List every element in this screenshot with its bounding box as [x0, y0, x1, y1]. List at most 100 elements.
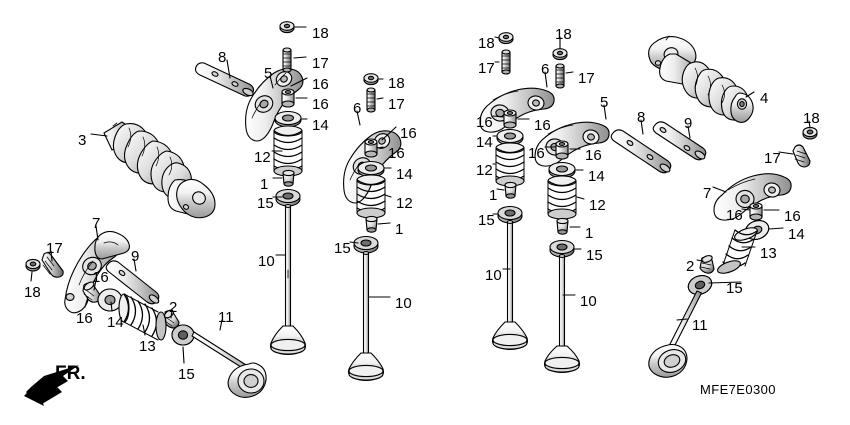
callout-10[interactable]: 10 — [580, 293, 597, 310]
callout-16[interactable]: 16 — [76, 310, 93, 327]
callout-8[interactable]: 8 — [218, 49, 227, 66]
callout-15[interactable]: 15 — [478, 212, 495, 229]
part-18-nut-c — [25, 258, 41, 272]
callout-16[interactable]: 16 — [400, 125, 417, 142]
callout-15[interactable]: 15 — [178, 366, 195, 383]
callout-16[interactable]: 16 — [528, 145, 545, 162]
callout-16[interactable]: 16 — [784, 208, 801, 225]
part-13-spring-c — [118, 293, 167, 341]
callout-7[interactable]: 7 — [703, 185, 712, 202]
callout-1[interactable]: 1 — [585, 225, 594, 242]
callout-10[interactable]: 10 — [258, 253, 275, 270]
part-16-seal-b — [364, 138, 378, 158]
part-17-screw-e — [555, 63, 565, 89]
callout-18[interactable]: 18 — [24, 284, 41, 301]
callout-1[interactable]: 1 — [489, 187, 498, 204]
callout-14[interactable]: 14 — [312, 117, 329, 134]
part-11-valve-c — [191, 331, 267, 399]
callout-12[interactable]: 12 — [254, 149, 271, 166]
part-11-valve-f — [648, 290, 703, 378]
callout-8[interactable]: 8 — [637, 109, 646, 126]
callout-15[interactable]: 15 — [726, 280, 743, 297]
part-8-rocker-shaft — [194, 62, 255, 97]
callout-18[interactable]: 18 — [803, 110, 820, 127]
callout-10[interactable]: 10 — [485, 267, 502, 284]
callout-1[interactable]: 1 — [395, 221, 404, 238]
callout-17[interactable]: 17 — [46, 240, 63, 257]
callout-3[interactable]: 3 — [78, 132, 87, 149]
part-15-seat-a — [275, 188, 301, 207]
callout-1[interactable]: 1 — [260, 176, 269, 193]
callout-14[interactable]: 14 — [476, 134, 493, 151]
callout-5[interactable]: 5 — [600, 94, 609, 111]
part-6-rocker-arm-right — [479, 87, 555, 133]
part-15-seat-d — [497, 205, 523, 224]
part-10-valve-a — [269, 204, 307, 356]
callout-18[interactable]: 18 — [478, 35, 495, 52]
callout-13[interactable]: 13 — [760, 245, 777, 262]
callout-16[interactable]: 16 — [585, 147, 602, 164]
callout-12[interactable]: 12 — [589, 197, 606, 214]
part-5-rocker-arm — [245, 68, 304, 142]
part-16-seal-a — [281, 88, 295, 108]
part-17-screw-d — [501, 49, 511, 75]
callout-16[interactable]: 16 — [312, 96, 329, 113]
callout-11[interactable]: 11 — [692, 317, 708, 334]
callout-6[interactable]: 6 — [353, 100, 362, 117]
callout-17[interactable]: 17 — [764, 150, 781, 167]
callout-16[interactable]: 16 — [726, 207, 743, 224]
part-14-retainer-e — [548, 161, 576, 179]
callout-9[interactable]: 9 — [684, 115, 693, 132]
part-16-seal-d — [503, 109, 517, 129]
callout-2[interactable]: 2 — [686, 258, 695, 275]
part-17-screw-a — [282, 47, 292, 73]
part-1-cotter-a — [282, 169, 295, 187]
callout-15[interactable]: 15 — [334, 240, 351, 257]
part-12-spring-e — [547, 175, 577, 220]
callout-14[interactable]: 14 — [588, 168, 605, 185]
part-16-seal-f — [749, 202, 763, 221]
part-14-retainer-c — [97, 288, 123, 312]
callout-11[interactable]: 11 — [218, 309, 234, 326]
callout-14[interactable]: 14 — [396, 166, 413, 183]
callout-12[interactable]: 12 — [396, 195, 413, 212]
callout-14[interactable]: 14 — [788, 226, 805, 243]
part-3-camshaft — [103, 121, 216, 219]
callout-6[interactable]: 6 — [541, 61, 550, 78]
callout-16[interactable]: 16 — [388, 145, 405, 162]
callout-7[interactable]: 7 — [92, 215, 101, 232]
callout-4[interactable]: 4 — [760, 90, 769, 107]
part-15-seat-f — [687, 275, 713, 295]
callout-15[interactable]: 15 — [257, 195, 274, 212]
front-direction-arrow — [24, 365, 79, 406]
callout-12[interactable]: 12 — [476, 162, 493, 179]
part-7-rocker-arm — [64, 230, 130, 314]
callout-17[interactable]: 17 — [478, 60, 495, 77]
callout-17[interactable]: 17 — [312, 55, 329, 72]
callout-16[interactable]: 16 — [92, 269, 109, 286]
callout-15[interactable]: 15 — [586, 247, 603, 264]
part-10-valve-e — [543, 254, 581, 374]
callout-16[interactable]: 16 — [312, 76, 329, 93]
callout-2[interactable]: 2 — [169, 299, 178, 316]
callout-14[interactable]: 14 — [107, 314, 124, 331]
callout-18[interactable]: 18 — [555, 26, 572, 43]
part-15-seat-e — [549, 239, 575, 258]
callout-13[interactable]: 13 — [139, 338, 156, 355]
part-7-rocker-arm-right — [713, 173, 792, 221]
callout-5[interactable]: 5 — [264, 65, 273, 82]
callout-9[interactable]: 9 — [131, 248, 140, 265]
callout-18[interactable]: 18 — [312, 25, 329, 42]
callout-18[interactable]: 18 — [388, 75, 405, 92]
part-15-seat-b — [353, 235, 379, 254]
part-15-seat-c — [171, 324, 195, 346]
part-12-spring-d — [495, 142, 525, 187]
part-17-screw-c — [41, 252, 64, 278]
callout-17[interactable]: 17 — [578, 70, 595, 87]
callout-10[interactable]: 10 — [395, 295, 412, 312]
callout-16[interactable]: 16 — [476, 114, 493, 131]
callout-17[interactable]: 17 — [388, 96, 405, 113]
part-10-valve-b — [347, 251, 385, 382]
callout-16[interactable]: 16 — [534, 117, 551, 134]
